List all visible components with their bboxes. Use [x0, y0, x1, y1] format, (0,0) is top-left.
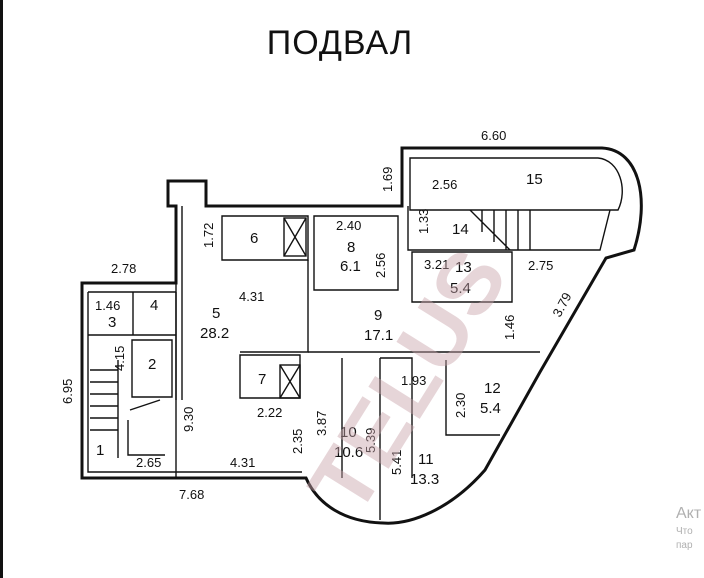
dim-label: 1.93 — [401, 373, 426, 388]
room-area: 28.2 — [200, 325, 229, 342]
room-15-walls — [409, 157, 623, 211]
dim-label: 5.41 — [389, 450, 404, 475]
dim-label: 3.87 — [314, 411, 329, 436]
room-2-walls — [131, 339, 173, 398]
room-number: 9 — [374, 307, 382, 324]
dim-label: 7.68 — [179, 487, 204, 502]
dim-label: 2.40 — [336, 218, 361, 233]
dim-label: 2.30 — [453, 393, 468, 418]
shaft-6-cross — [283, 217, 307, 257]
room-8-walls — [313, 215, 399, 291]
dim-label: 2.56 — [373, 253, 388, 278]
outer-wall — [80, 146, 643, 525]
dim-label: 1.33 — [416, 209, 431, 234]
room-area: 17.1 — [364, 327, 393, 344]
dim-label: 2.22 — [257, 405, 282, 420]
dim-label: 2.65 — [136, 455, 161, 470]
room-number: 3 — [108, 314, 116, 331]
room-number: 11 — [418, 451, 434, 468]
room-13-walls — [411, 251, 513, 303]
dim-label: 1.69 — [380, 167, 395, 192]
plan-title: ПОДВАЛ — [266, 24, 414, 62]
dim-label: 3.79 — [549, 290, 574, 319]
overlay-line: пар — [676, 540, 693, 551]
activation-overlay: Акт Что пар — [676, 505, 704, 551]
dim-label: 6.95 — [60, 379, 75, 404]
room-number: 12 — [484, 380, 501, 397]
room-12-walls — [445, 360, 500, 436]
left-border-line — [0, 0, 3, 578]
shaft-7-cross — [279, 364, 301, 399]
room-area: 13.3 — [410, 471, 439, 488]
dim-label: 4.31 — [230, 455, 255, 470]
dim-label: 5.39 — [363, 428, 378, 453]
room-number: 15 — [526, 171, 543, 188]
dim-label: 9.30 — [181, 407, 196, 432]
stairs-left — [90, 360, 165, 458]
room-number: 8 — [347, 239, 355, 256]
overlay-line: Что — [676, 526, 693, 537]
dim-label: 2.56 — [432, 177, 457, 192]
room-number: 5 — [212, 305, 220, 322]
room-number: 13 — [455, 259, 472, 276]
room-number: 10 — [340, 424, 357, 441]
shaft-6 — [283, 217, 307, 257]
room-number: 2 — [148, 356, 156, 373]
upper-column-wall — [175, 206, 183, 400]
dim-label: 1.46 — [95, 298, 120, 313]
dim-label: 6.60 — [481, 128, 506, 143]
dim-label: 4.15 — [112, 346, 127, 371]
stairs-14 — [469, 209, 531, 251]
room-number: 7 — [258, 371, 266, 388]
dim-label: 2.35 — [290, 429, 305, 454]
dim-label: 4.31 — [239, 289, 264, 304]
room-area: 10.6 — [334, 444, 363, 461]
room-area: 5.4 — [480, 400, 501, 417]
room-number: 6 — [250, 230, 258, 247]
room-number: 4 — [150, 297, 158, 314]
overlay-line: Акт — [676, 505, 702, 522]
room-14-walls — [407, 206, 611, 251]
room-area: 5.4 — [450, 280, 471, 297]
dim-label: 1.72 — [201, 223, 216, 248]
dim-label: 2.75 — [528, 258, 553, 273]
dim-label: 1.46 — [502, 315, 517, 340]
shaft-7 — [279, 364, 301, 399]
room-3-4-walls — [88, 292, 176, 336]
room-number: 1 — [96, 442, 104, 459]
dim-label: 2.78 — [111, 261, 136, 276]
room-10-11-walls — [341, 357, 413, 520]
room-area: 6.1 — [340, 258, 361, 275]
dim-label: 3.21 — [424, 257, 449, 272]
room-number: 14 — [452, 221, 469, 238]
